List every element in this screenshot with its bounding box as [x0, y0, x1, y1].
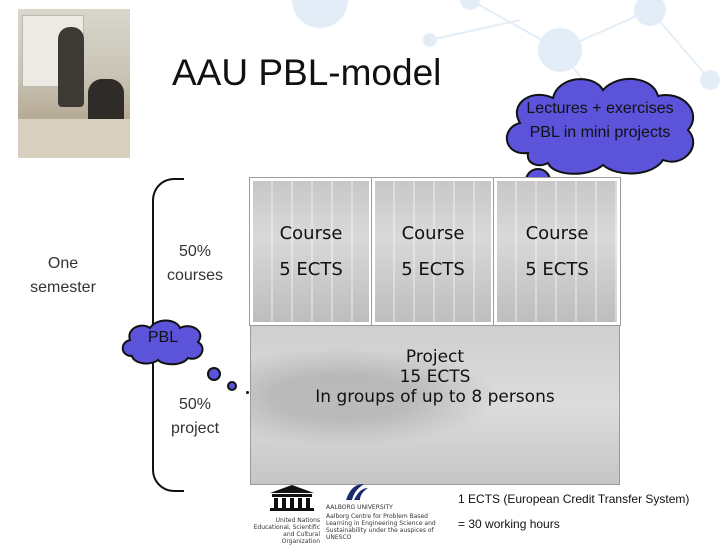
- course-ects: 5 ECTS: [525, 259, 589, 280]
- project-share-label: 50% project: [170, 396, 220, 437]
- course-name: Course: [279, 223, 343, 244]
- thought-bubble-dot: [246, 391, 249, 394]
- classroom-photo: [18, 9, 130, 158]
- aau-center-caption: Aalborg Centre for Problem Based Learnin…: [326, 513, 436, 541]
- thought-bubble-small-2: [227, 381, 237, 391]
- lectures-thought-cloud: [505, 77, 695, 175]
- pbl-label: PBL: [147, 329, 179, 346]
- background-network-decoration: [292, 0, 720, 158]
- lectures-cloud-text: Lectures + exercises PBL in mini project…: [510, 97, 690, 145]
- unesco-temple-icon: [270, 485, 314, 511]
- ects-hours: = 30 working hours: [458, 517, 560, 531]
- course-ects: 5 ECTS: [401, 259, 465, 280]
- one-semester-label: One semester: [30, 255, 96, 296]
- unesco-caption: United Nations Educational, Scientific a…: [253, 517, 320, 545]
- project-ects: 15 ECTS: [399, 367, 471, 387]
- project-text: Project 15 ECTS In groups of up to 8 per…: [250, 347, 620, 407]
- project-groups: In groups of up to 8 persons: [315, 387, 555, 407]
- aau-logo: AALBORG UNIVERSITY Aalborg Centre for Pr…: [322, 480, 442, 541]
- ects-definition: 1 ECTS (European Credit Transfer System): [458, 492, 690, 506]
- cloud-line-mini-projects: PBL in mini projects: [529, 124, 671, 141]
- courses-share-label: 50% courses: [166, 243, 224, 284]
- pbl-thought-cloud: [121, 319, 204, 366]
- aau-name: AALBORG UNIVERSITY: [326, 504, 393, 511]
- thought-bubble-small-1: [207, 367, 221, 381]
- cloud-line-lectures: Lectures + exercises: [526, 100, 674, 117]
- page-title: AAU PBL-model: [172, 52, 442, 93]
- course-box-2: Course 5 ECTS: [371, 177, 495, 326]
- aau-wave-icon: [346, 484, 368, 500]
- project-title: Project: [405, 347, 465, 367]
- course-box-1: Course 5 ECTS: [249, 177, 373, 326]
- project-box: [250, 325, 620, 485]
- course-ects: 5 ECTS: [279, 259, 343, 280]
- course-box-3: Course 5 ECTS: [493, 177, 621, 326]
- unesco-logo: United Nations Educational, Scientific a…: [244, 485, 322, 545]
- course-name: Course: [401, 223, 465, 244]
- course-name: Course: [525, 223, 589, 244]
